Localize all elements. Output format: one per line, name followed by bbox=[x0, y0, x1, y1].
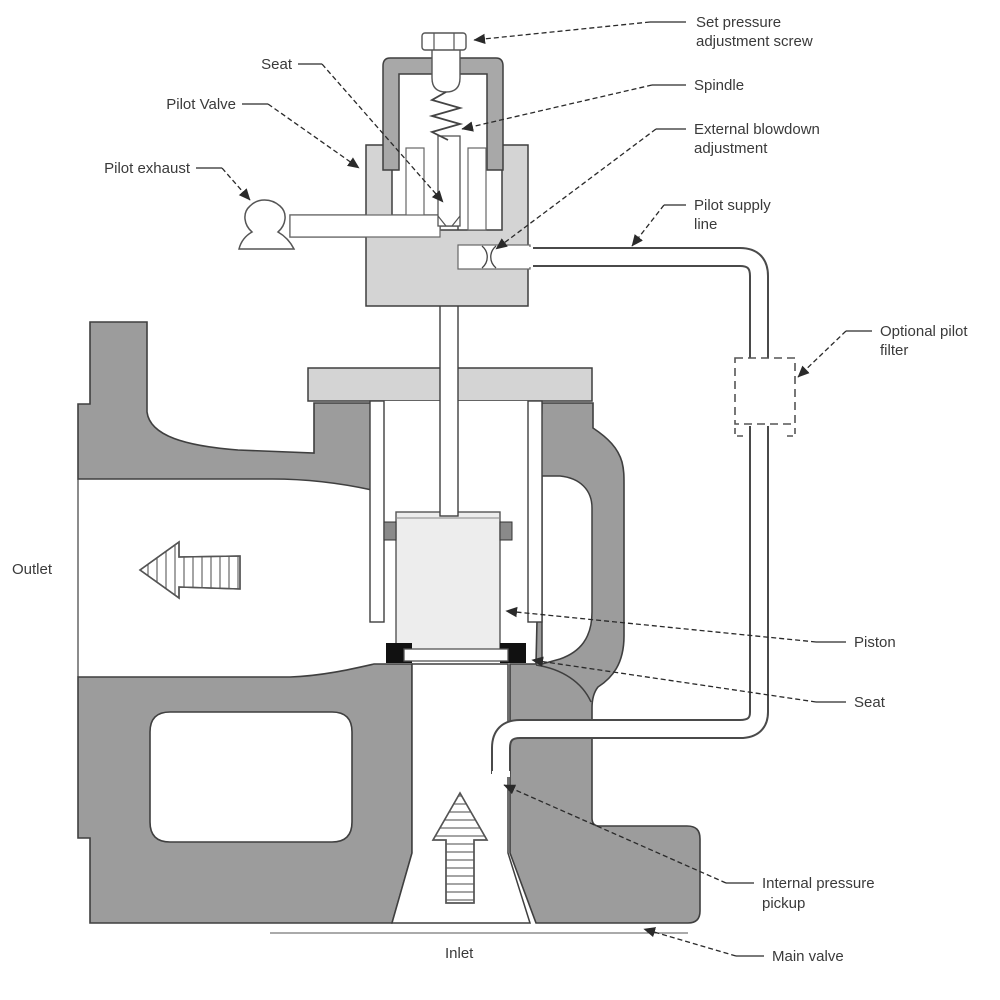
label-supply-2: line bbox=[694, 216, 717, 233]
set-screw-facets bbox=[433, 33, 455, 50]
spindle-cap bbox=[431, 47, 461, 93]
label-inlet: Inlet bbox=[445, 945, 474, 962]
label-spindle: Spindle bbox=[694, 77, 744, 94]
leader-pilot-valve-dash bbox=[267, 103, 360, 169]
pilot-spool bbox=[437, 135, 461, 227]
leader-filter-dash bbox=[797, 330, 847, 378]
supply-pipe-lower-bore bbox=[493, 426, 767, 774]
pickup-opening-mask bbox=[492, 771, 510, 777]
optional-filter-box bbox=[734, 357, 796, 425]
label-outlet: Outlet bbox=[12, 561, 53, 578]
pilot-seat-ticks bbox=[437, 215, 461, 227]
leader-blowdown-dash bbox=[495, 128, 657, 250]
pilot-port-right bbox=[467, 147, 487, 231]
leader-piston-dash bbox=[505, 606, 817, 643]
label-pickup-2: pickup bbox=[762, 895, 805, 912]
leader-set-pressure-dash bbox=[473, 21, 651, 45]
main-seat-ring bbox=[403, 648, 509, 662]
label-piston: Piston bbox=[854, 634, 896, 651]
pilot-valve-assembly bbox=[238, 32, 531, 307]
label-filter-2: filter bbox=[880, 342, 908, 359]
leader-lines bbox=[196, 21, 872, 957]
label-set-pressure-2: adjustment screw bbox=[696, 33, 813, 50]
spring bbox=[428, 91, 464, 141]
spring-bonnet bbox=[382, 57, 504, 171]
supply-pipe-upper-bore bbox=[530, 249, 767, 358]
labels: Set pressure adjustment screw Spindle Ex… bbox=[12, 14, 968, 965]
piston bbox=[395, 511, 501, 651]
pilot-exhaust-gallery bbox=[289, 214, 441, 238]
label-pilot-exhaust: Pilot exhaust bbox=[104, 160, 191, 177]
label-main-valve: Main valve bbox=[772, 948, 844, 965]
pilot-supply-line bbox=[491, 247, 796, 777]
set-screw-head bbox=[421, 32, 467, 51]
label-seat-top: Seat bbox=[261, 56, 293, 73]
label-blowdown-1: External blowdown bbox=[694, 121, 820, 138]
cylinder-wall-left bbox=[369, 400, 385, 623]
pilot-exhaust-horn bbox=[238, 199, 296, 250]
body-lower-left-web bbox=[77, 663, 413, 924]
label-set-pressure-1: Set pressure bbox=[696, 14, 781, 31]
label-seat-lower: Seat bbox=[854, 694, 886, 711]
leader-seat-top-dash bbox=[321, 63, 444, 203]
label-supply-1: Pilot supply bbox=[694, 197, 771, 214]
label-filter-1: Optional pilot bbox=[880, 323, 968, 340]
label-pickup-1: Internal pressure bbox=[762, 875, 875, 892]
leader-pickup-dash bbox=[503, 784, 727, 884]
pipe-joint-mask bbox=[526, 247, 533, 267]
cylinder-wall-right bbox=[527, 400, 543, 623]
inlet-flow-arrow bbox=[431, 791, 489, 904]
leader-spindle-dash bbox=[461, 84, 653, 132]
piston-seal-left bbox=[383, 521, 397, 541]
leader-supply-dash bbox=[631, 204, 665, 247]
label-blowdown-2: adjustment bbox=[694, 140, 768, 157]
piston-seal-right bbox=[499, 521, 513, 541]
label-pilot-valve: Pilot Valve bbox=[166, 96, 236, 113]
leader-pilot-exhaust-dash bbox=[221, 167, 251, 201]
blowdown-pinch bbox=[481, 245, 497, 269]
optional-filter-stubs bbox=[734, 428, 796, 437]
outlet-cavity bbox=[541, 475, 593, 665]
outlet-flow-arrow bbox=[138, 540, 241, 600]
